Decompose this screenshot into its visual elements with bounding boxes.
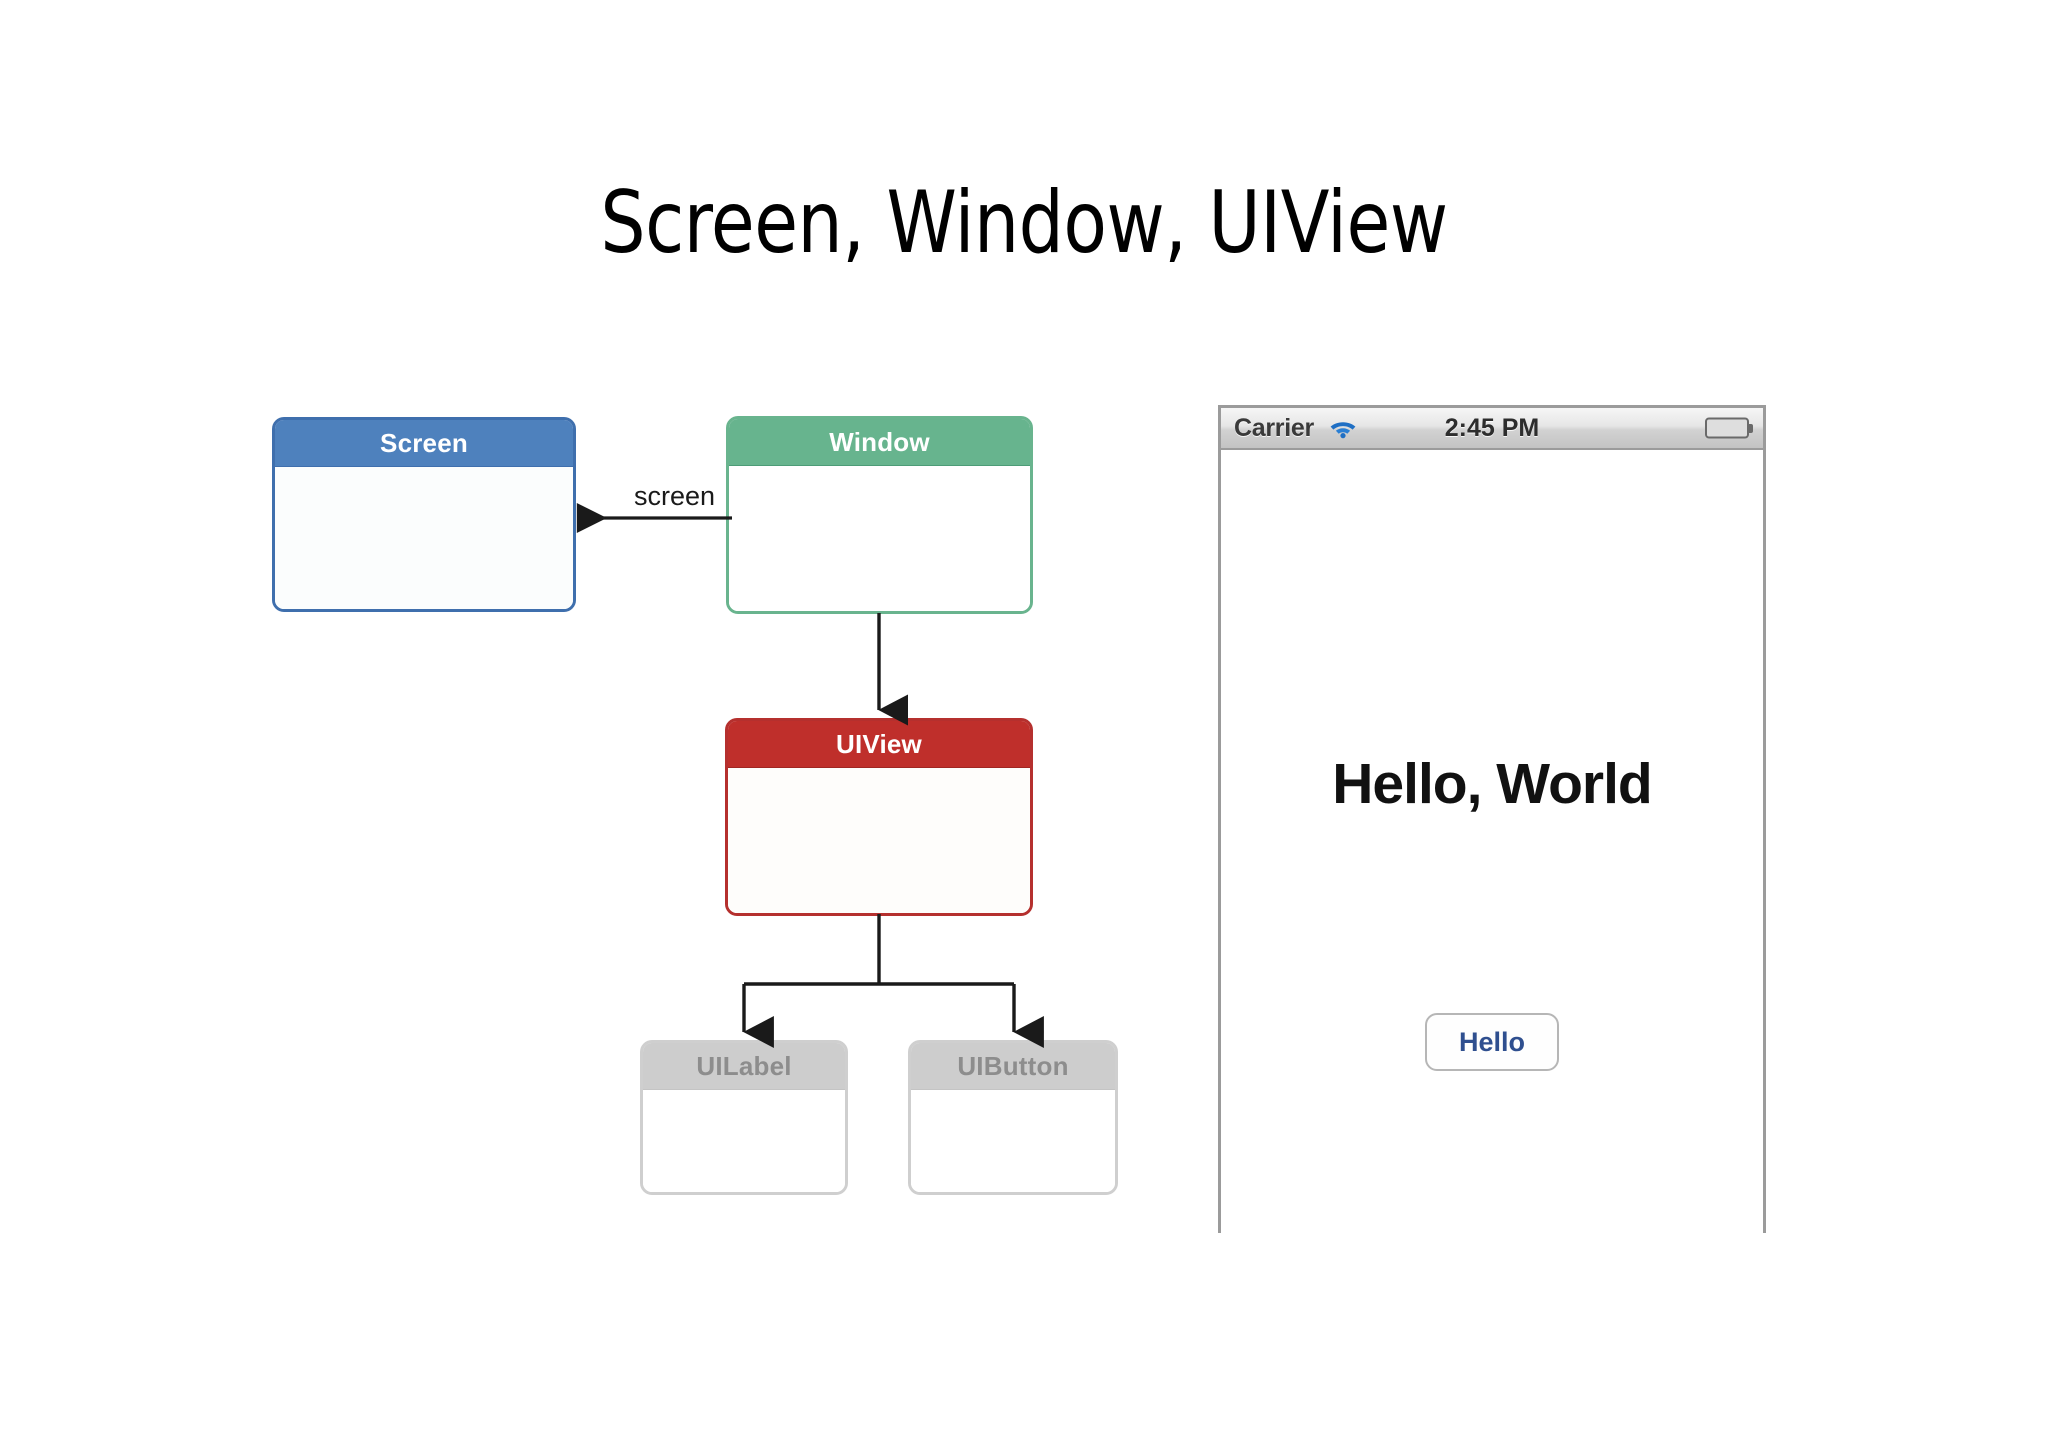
node-header-label: Window [729,419,1030,466]
page-title: Screen, Window, UIView [600,173,1448,273]
diagram-node-screen[interactable]: Screen [272,417,576,612]
node-body [728,768,1030,913]
node-body [275,467,573,609]
node-body [643,1090,845,1192]
iphone-mockup: Carrier 2:45 PM Hello, World Hello [1218,405,1766,1272]
edge-window-to-screen [576,502,732,534]
edge-window-to-uiview [877,613,908,726]
node-header-label: Screen [275,420,573,467]
diagram-node-window[interactable]: Window [726,416,1033,614]
diagram-node-uilabel[interactable]: UILabel [640,1040,848,1195]
hello-button[interactable]: Hello [1425,1013,1559,1071]
node-body [911,1090,1115,1192]
status-bar: Carrier 2:45 PM [1221,408,1763,450]
phone-screen-content: Hello, World Hello [1221,450,1763,1272]
edge-uiview-to-children [742,914,1044,1048]
diagram-node-uibutton[interactable]: UIButton [908,1040,1118,1195]
hello-world-label: Hello, World [1332,752,1652,816]
diagram-node-uiview[interactable]: UIView [725,718,1033,916]
wifi-icon [1328,416,1358,440]
carrier-label: Carrier [1234,413,1314,442]
edge-label-screen: screen [634,481,716,511]
node-body [729,466,1030,611]
node-header-label: UIButton [911,1043,1115,1090]
node-header-label: UILabel [643,1043,845,1090]
battery-icon [1705,417,1753,439]
node-header-label: UIView [728,721,1030,768]
